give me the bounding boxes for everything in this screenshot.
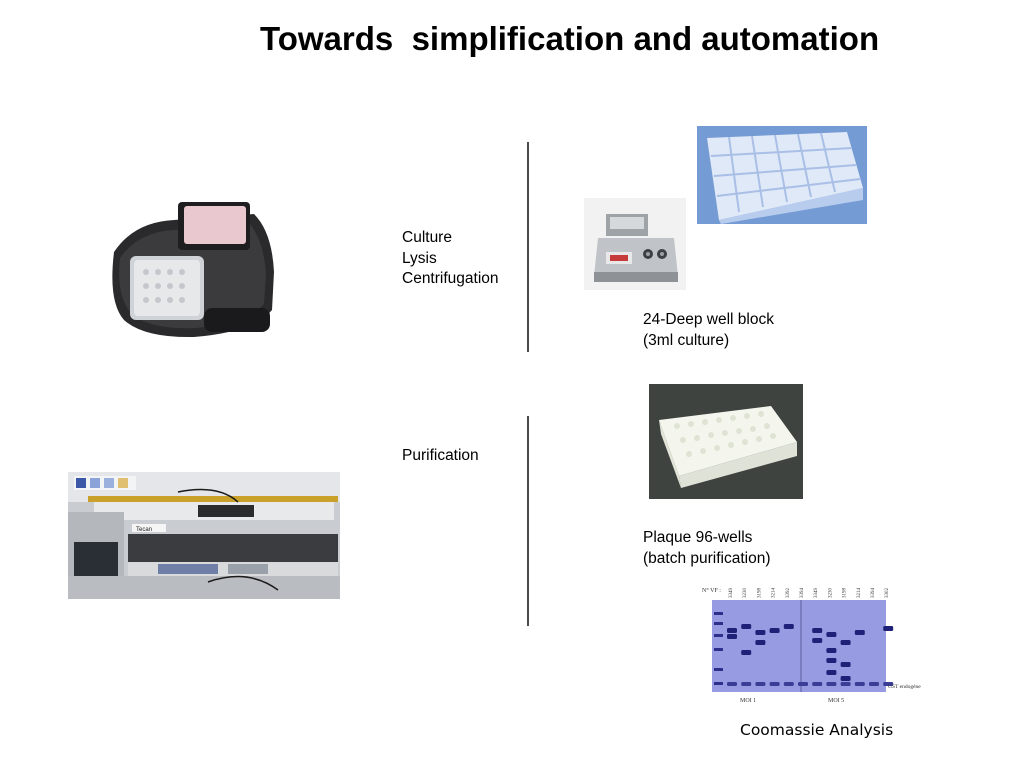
gel-band — [826, 682, 837, 686]
plate-96-caption-line2: (batch purification) — [643, 549, 771, 567]
gel-marker-band — [714, 648, 723, 651]
gel-marker-band — [714, 612, 723, 615]
gel-band — [741, 650, 752, 655]
divider-bottom — [527, 416, 529, 626]
gel-lane-label: 3230 — [743, 588, 748, 599]
gel-lane-label: 3349 — [729, 588, 734, 599]
gel-band — [826, 632, 837, 637]
gel-lane-labels: 3349 3230 3198 3214 3392 3394 3349 3230 3198 3214… — [729, 588, 890, 599]
gel-group-label-2: MOI 5 — [828, 698, 844, 704]
gel-band — [826, 658, 837, 663]
deep-well-caption: 24-Deep well block (3ml culture) — [643, 310, 774, 351]
gel-band — [769, 628, 780, 633]
gel-band — [883, 626, 894, 631]
gel-band — [840, 640, 851, 645]
gel-header: N° VF : — [702, 587, 721, 594]
deep-well-caption-line2: (3ml culture) — [643, 331, 730, 349]
centrifuge-device-image — [104, 192, 276, 342]
coomassie-gel-image: N° VF : 3349 3230 3198 3214 3392 3394 3349 3230… — [700, 578, 932, 706]
deep-well-caption-line1: 24-Deep well block — [643, 311, 774, 328]
deep-well-block-image — [697, 126, 867, 224]
gel-lane-label: 3302 — [885, 588, 890, 599]
gel-band — [769, 682, 780, 686]
gel-band — [783, 682, 794, 686]
pipetting-robot-image: Tecan — [68, 472, 340, 599]
gel-band — [755, 640, 766, 645]
gel-bands — [714, 612, 894, 686]
step-culture: Culture — [402, 229, 452, 246]
gel-lane-label: 3214 — [857, 588, 862, 599]
gel-band — [783, 624, 794, 629]
step-purification: Purification — [402, 447, 479, 464]
gel-band — [755, 682, 766, 686]
divider-top — [527, 142, 529, 352]
gel-group-label-1: MOI 1 — [740, 698, 756, 704]
gel-band — [812, 638, 823, 643]
gel-band — [840, 662, 851, 667]
plate-96-caption-line1: Plaque 96-wells — [643, 529, 753, 546]
gel-marker-band — [714, 668, 723, 671]
gel-side-label: GST endogène — [888, 684, 921, 690]
gel-lane-label: 3394 — [871, 588, 876, 599]
robot-label: Tecan — [136, 527, 152, 533]
gel-band — [840, 682, 851, 686]
gel-band — [755, 630, 766, 635]
gel-lane-label: 3214 — [772, 588, 777, 599]
coomassie-caption: Coomassie Analysis — [740, 721, 894, 739]
step-lysis: Lysis — [402, 249, 437, 267]
step-centrifugation: Centrifugation — [402, 270, 499, 287]
plate-96-caption: Plaque 96-wells (batch purification) — [643, 528, 771, 569]
gel-band — [826, 648, 837, 653]
gel-band — [812, 628, 823, 633]
gel-band — [854, 682, 865, 686]
gel-band — [812, 682, 823, 686]
gel-lane-label: 3392 — [786, 588, 791, 599]
gel-band — [883, 682, 894, 686]
gel-band — [840, 676, 851, 681]
gel-band — [869, 682, 879, 686]
gel-marker-band — [714, 634, 723, 637]
gel-lane-label: 3198 — [757, 588, 762, 599]
gel-marker-band — [714, 622, 723, 625]
slide-title: Towards simplification and automation — [260, 20, 880, 57]
gel-band — [727, 682, 737, 686]
gel-lane-label: 3394 — [800, 588, 805, 599]
shaker-incubator-image — [584, 198, 686, 290]
steps-top: Culture Lysis Centrifugation — [402, 228, 499, 290]
gel-lane-label: 3198 — [843, 588, 848, 599]
gel-band — [854, 630, 865, 635]
gel-band — [727, 628, 737, 633]
gel-band — [741, 682, 752, 686]
gel-band — [741, 624, 752, 629]
gel-band — [826, 670, 837, 675]
gel-band — [727, 634, 737, 639]
gel-band — [798, 682, 808, 686]
gel-lane-label: 3349 — [814, 588, 819, 599]
plate-96-wells-image — [649, 384, 803, 499]
gel-lane-label: 3230 — [828, 588, 833, 599]
gel-marker-band — [714, 682, 723, 685]
